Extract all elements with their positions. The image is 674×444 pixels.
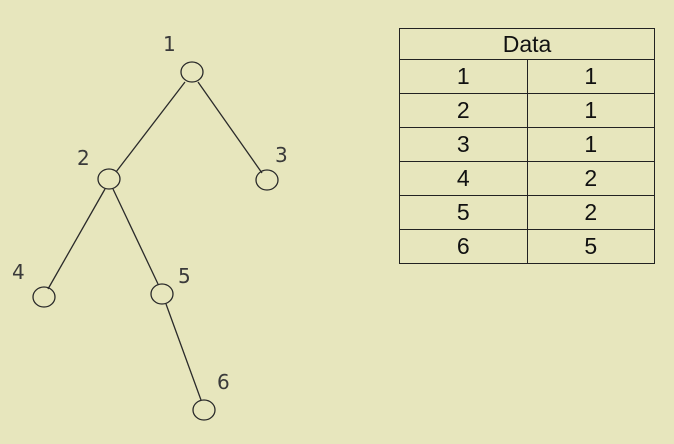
edge-1-2 (115, 81, 186, 173)
table-cell-parent: 5 (526, 229, 655, 264)
table-cell-parent: 1 (526, 59, 655, 94)
table-row: 1 1 (399, 59, 655, 94)
tree-node-2: 2 (77, 146, 121, 190)
table-header-row: Data (399, 28, 655, 60)
table-row: 2 1 (399, 93, 655, 128)
tree-node-1: 1 (163, 32, 204, 83)
edge-2-4 (47, 188, 106, 290)
table-cell-parent: 1 (526, 127, 655, 162)
table-cell-parent: 2 (526, 195, 655, 230)
table-cell-node: 6 (399, 229, 528, 264)
table-cell-node: 3 (399, 127, 528, 162)
table-header: Data (399, 28, 655, 60)
table-cell-node: 1 (399, 59, 528, 94)
node-label: 3 (275, 143, 288, 167)
node-circle (97, 168, 121, 190)
node-label: 1 (163, 32, 176, 56)
table-row: 4 2 (399, 161, 655, 196)
tree-node-5: 5 (150, 264, 191, 305)
table-row: 5 2 (399, 195, 655, 230)
tree-node-4: 4 (12, 260, 56, 308)
node-label: 2 (77, 146, 90, 170)
table-row: 6 5 (399, 229, 655, 264)
table-cell-node: 2 (399, 93, 528, 128)
tree-node-3: 3 (255, 143, 288, 191)
edge-1-3 (197, 81, 263, 174)
table-cell-node: 5 (399, 195, 528, 230)
edge-2-5 (112, 188, 159, 285)
table-row: 3 1 (399, 127, 655, 162)
data-table: Data 1 1 2 1 3 1 4 2 5 2 6 5 (399, 28, 655, 264)
node-label: 6 (217, 370, 230, 394)
node-circle (150, 283, 174, 305)
node-label: 4 (12, 260, 25, 284)
table-cell-parent: 1 (526, 93, 655, 128)
node-circle (192, 399, 216, 421)
node-circle (255, 169, 279, 191)
table-cell-node: 4 (399, 161, 528, 196)
node-circle (32, 286, 56, 308)
node-label: 5 (178, 264, 191, 288)
node-circle (180, 61, 204, 83)
tree-node-6: 6 (192, 370, 230, 421)
edge-5-6 (165, 303, 202, 401)
table-cell-parent: 2 (526, 161, 655, 196)
